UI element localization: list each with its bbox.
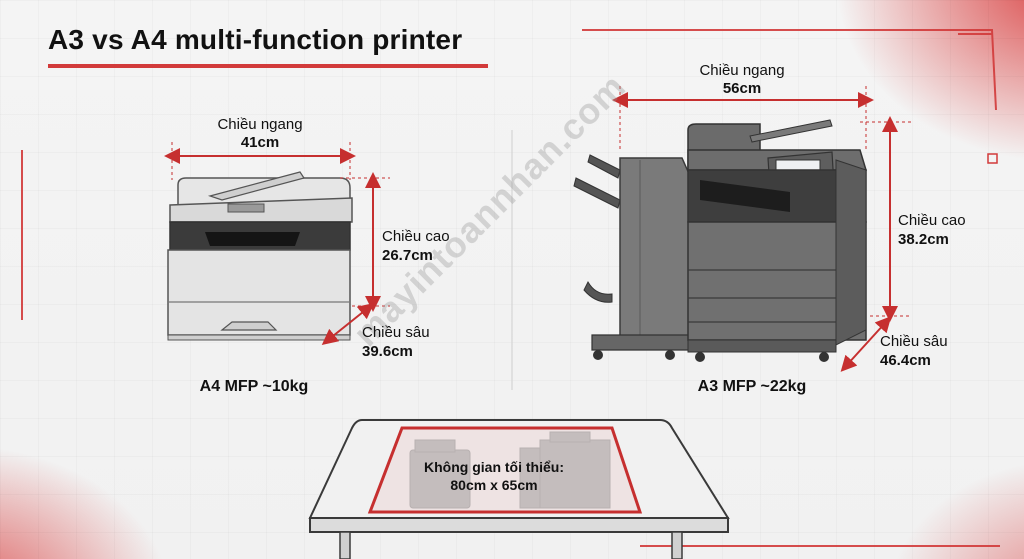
a3-height-value: 38.2cm bbox=[898, 231, 949, 248]
a4-width-value: 41cm bbox=[240, 134, 280, 151]
minimum-space-value: 80cm x 65cm bbox=[450, 477, 538, 493]
minimum-space-title: Không gian tối thiểu: bbox=[424, 459, 564, 475]
a4-height-label: Chiều cao bbox=[382, 228, 450, 245]
a4-dimension-lines bbox=[164, 148, 381, 345]
a4-height-value: 26.7cm bbox=[382, 247, 433, 264]
a3-dimension-lines bbox=[612, 92, 898, 372]
a4-depth-value: 39.6cm bbox=[362, 343, 413, 360]
a4-caption: A4 MFP ~10kg bbox=[199, 378, 309, 395]
a3-depth-label: Chiều sâu bbox=[880, 333, 948, 350]
a3-extension-lines bbox=[619, 86, 912, 317]
a3-printer-illustration bbox=[573, 119, 868, 362]
a4-printer-illustration bbox=[167, 171, 353, 341]
a4-depth-label: Chiều sâu bbox=[362, 324, 430, 341]
a4-extension-lines bbox=[171, 142, 390, 307]
a3-caption: A3 MFP ~22kg bbox=[697, 378, 807, 395]
a3-depth-value: 46.4cm bbox=[880, 352, 931, 369]
minimum-space-label: Không gian tối thiểu: 80cm x 65cm bbox=[424, 458, 564, 494]
title-underline bbox=[48, 64, 488, 68]
a4-width-label: Chiều ngang bbox=[217, 116, 303, 133]
a3-width-label: Chiều ngang bbox=[699, 62, 785, 79]
a3-height-label: Chiều cao bbox=[898, 212, 966, 229]
a3-width-value: 56cm bbox=[722, 80, 762, 97]
frame-square bbox=[987, 153, 998, 164]
table-illustration bbox=[308, 419, 730, 559]
page-title: A3 vs A4 multi-function printer bbox=[48, 24, 463, 55]
